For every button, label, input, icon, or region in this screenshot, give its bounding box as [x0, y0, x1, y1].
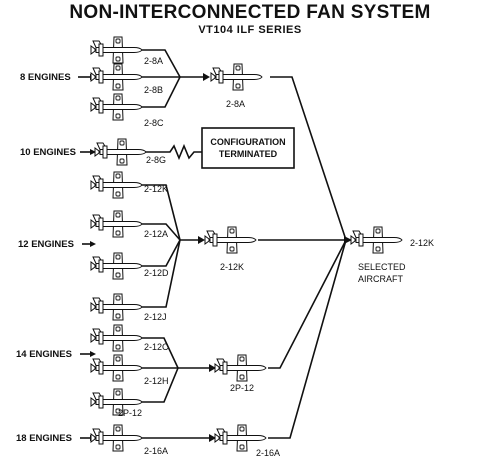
- config-label: 2-12A: [144, 229, 168, 239]
- config-label: 2-8B: [144, 85, 163, 95]
- aircraft-intermediate-2-8a: [210, 63, 263, 91]
- config-label: 2-8A: [144, 56, 163, 66]
- intermediate-label: 2-12K: [220, 262, 244, 272]
- group-label-8-engines: 8 ENGINES: [20, 72, 71, 83]
- group-label-10-engines: 10 ENGINES: [20, 147, 76, 158]
- aircraft-2-8g: [94, 138, 147, 166]
- terminated-line-1: CONFIGURATION: [210, 137, 285, 147]
- config-label: 2-12H: [144, 376, 169, 386]
- aircraft-2-12j: [90, 293, 143, 321]
- config-label: 2-12C: [144, 342, 169, 352]
- aircraft-intermediate-2-12k: [204, 226, 257, 254]
- config-label: 2-8G: [146, 155, 166, 165]
- intermediate-label: 2-8A: [226, 99, 245, 109]
- intermediate-label: 2P-12: [230, 383, 254, 393]
- aircraft-2-16a: [90, 424, 143, 452]
- config-label: 2-12J: [144, 312, 167, 322]
- aircraft-2-8a: [90, 36, 143, 64]
- group-label-14-engines: 14 ENGINES: [16, 349, 72, 360]
- aircraft-2-8c: [90, 93, 143, 121]
- group-label-12-engines: 12 ENGINES: [18, 239, 74, 250]
- diagram-subtitle: VT104 ILF SERIES: [198, 24, 302, 36]
- selected-aircraft-label: 2-12K: [410, 238, 434, 248]
- aircraft-intermediate-2p-12: [214, 354, 267, 382]
- diagram-title: NON-INTERCONNECTED FAN SYSTEM: [69, 2, 431, 23]
- aircraft-selected-2-12k: [350, 226, 403, 254]
- aircraft-2-12k: [90, 171, 143, 199]
- aircraft-2-12d: [90, 252, 143, 280]
- config-label: 2-12D: [144, 268, 169, 278]
- connection-lines: [138, 49, 347, 439]
- config-label: 2-8C: [144, 118, 164, 128]
- intermediate-label: 2-16A: [256, 448, 280, 458]
- aircraft-2-12c: [90, 324, 143, 352]
- terminated-line-2: TERMINATED: [219, 149, 278, 159]
- connection-arrowheads: [198, 73, 352, 442]
- selected-aircraft-caption-2: AIRCRAFT: [358, 274, 404, 284]
- aircraft-2-12h: [90, 354, 143, 382]
- config-label: 2-12K: [144, 184, 168, 194]
- config-label: 2-16A: [144, 446, 168, 456]
- aircraft-2-8b: [90, 63, 143, 91]
- config-label: 2P-12: [118, 408, 142, 418]
- configuration-terminated-box: CONFIGURATION TERMINATED: [201, 127, 295, 169]
- aircraft-2-12a: [90, 210, 143, 238]
- group-label-18-engines: 18 ENGINES: [16, 433, 72, 444]
- selected-aircraft-caption-1: SELECTED: [358, 262, 406, 272]
